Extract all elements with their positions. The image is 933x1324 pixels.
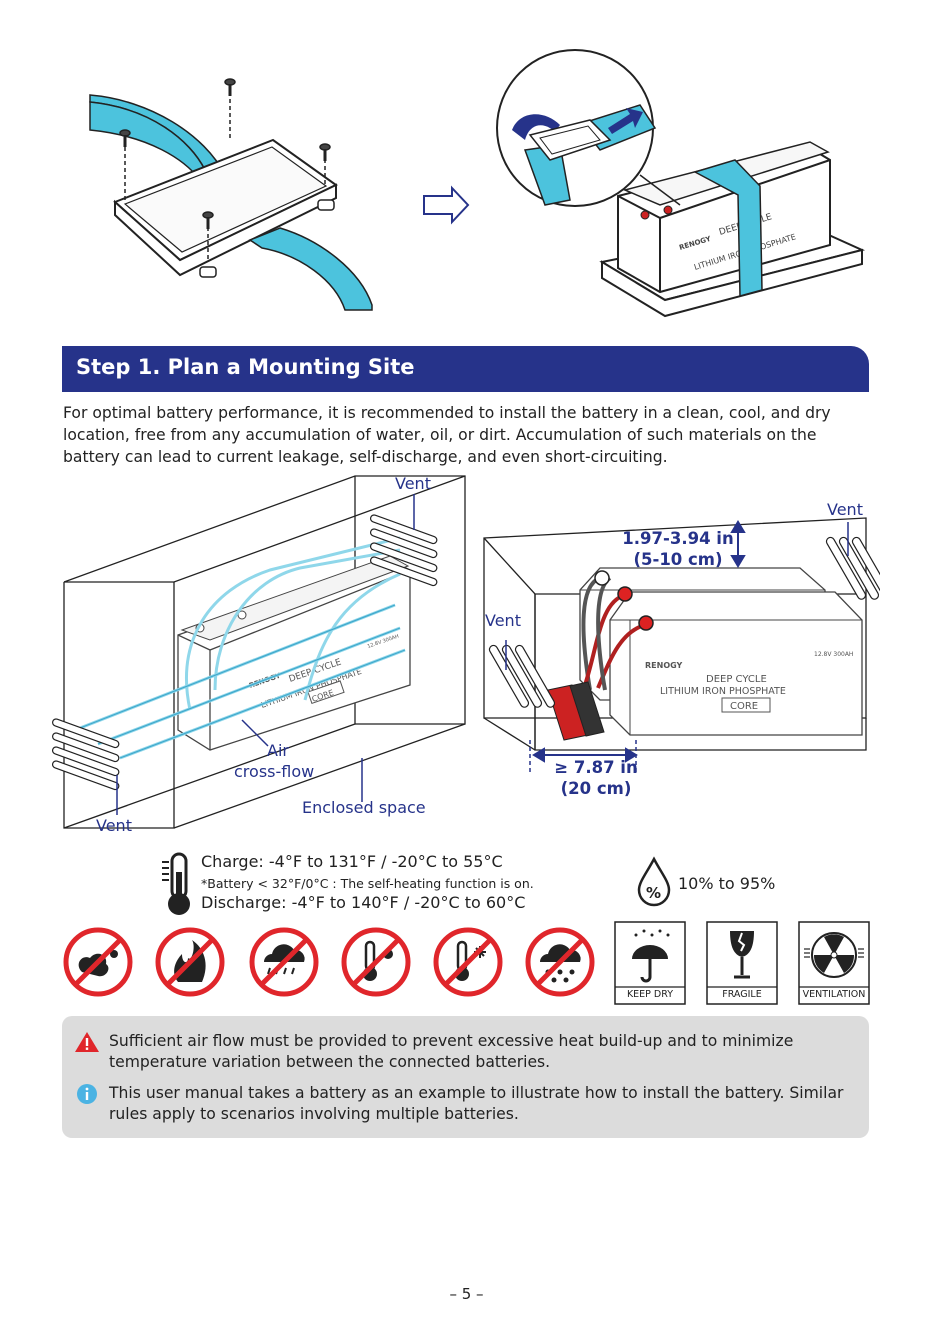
battery-front: RENOGY DEEP CYCLE LITHIUM IRON PHOSPHATE… bbox=[609, 591, 863, 736]
vent-right-top bbox=[369, 514, 438, 587]
info-icon bbox=[77, 1084, 97, 1104]
vent-left-bottom bbox=[51, 718, 120, 791]
loop-arrow-icon bbox=[512, 114, 560, 140]
humidity-range: 10% to 95% bbox=[678, 874, 776, 893]
tray-side bbox=[114, 183, 337, 277]
tray-installation-illustration: RENOGY DEEP CYCLE LITHIUM IRON PHOSPHATE bbox=[89, 49, 866, 318]
vent-right-wall bbox=[825, 536, 880, 600]
warning-icon bbox=[75, 1032, 99, 1052]
svg-text:DEEP CYCLE: DEEP CYCLE bbox=[706, 674, 767, 685]
no-cold-icon bbox=[433, 927, 503, 997]
ventilation-icon bbox=[798, 921, 870, 1005]
no-fire-icon bbox=[155, 927, 225, 997]
next-step-arrow-icon bbox=[423, 185, 470, 225]
vent-label-left: Vent bbox=[485, 611, 521, 630]
crossflow-label: cross-flow bbox=[234, 762, 315, 781]
top-gap-inches: 1.97-3.94 in bbox=[622, 529, 734, 548]
battery-left-diagram: RENOGY DEEP CYCLE LITHIUM IRON PHOSPHATE… bbox=[177, 555, 411, 751]
enclosure-airflow-diagram: RENOGY DEEP CYCLE LITHIUM IRON PHOSPHATE… bbox=[51, 475, 466, 829]
keep-dry-label: KEEP DRY bbox=[626, 989, 674, 1000]
info-text: This user manual takes a battery as an e… bbox=[109, 1084, 844, 1123]
fragile-label: FRAGILE bbox=[722, 989, 762, 1000]
top-gap-cm: (5-10 cm) bbox=[633, 550, 723, 569]
thermometer-icon bbox=[162, 852, 190, 915]
svg-text:LITHIUM IRON PHOSPHATE: LITHIUM IRON PHOSPHATE bbox=[660, 686, 786, 697]
svg-text:CORE: CORE bbox=[730, 701, 758, 712]
strap-on-battery bbox=[693, 159, 763, 297]
no-heat-icon bbox=[341, 927, 411, 997]
discharge-temperature: Discharge: -4°F to 140°F / -20°C to 60°C bbox=[201, 893, 526, 912]
svg-text:%: % bbox=[646, 884, 661, 902]
handling-pictograms bbox=[614, 921, 870, 1005]
enclosed-space-label: Enclosed space bbox=[302, 798, 426, 817]
screws bbox=[119, 78, 331, 262]
no-snow-icon bbox=[525, 927, 595, 997]
vent-label-top: Vent bbox=[395, 474, 431, 493]
busbars bbox=[547, 681, 605, 741]
fragile-icon bbox=[706, 921, 778, 1005]
prohibition-icons bbox=[63, 927, 595, 997]
air-label: Air bbox=[267, 741, 289, 760]
ventilation-label: VENTILATION bbox=[802, 989, 866, 1000]
no-oil-icon bbox=[63, 927, 133, 997]
side-gap-cm: (20 cm) bbox=[560, 779, 632, 798]
intro-paragraph: For optimal battery performance, it is r… bbox=[63, 404, 831, 466]
strap-right bbox=[248, 227, 373, 311]
step-title: Step 1. Plan a Mounting Site bbox=[76, 355, 415, 379]
step-header: Step 1. Plan a Mounting Site bbox=[62, 346, 869, 392]
side-gap-inches: ≥ 7.87 in bbox=[554, 758, 638, 777]
notice-box: Sufficient air flow must be provided to … bbox=[62, 1016, 869, 1138]
vent-label-bottom: Vent bbox=[96, 816, 132, 835]
vent-label-right: Vent bbox=[827, 500, 863, 519]
humidity-drop-icon: % bbox=[637, 856, 671, 907]
svg-text:RENOGY: RENOGY bbox=[645, 661, 683, 670]
buckle bbox=[528, 119, 612, 161]
charge-temperature: Charge: -4°F to 131°F / -20°C to 55°C bbox=[201, 852, 503, 871]
clearance-diagram: RENOGY DEEP CYCLE LITHIUM IRON PHOSPHATE… bbox=[483, 517, 880, 772]
vent-left-wall bbox=[488, 644, 556, 708]
no-rain-icon bbox=[249, 927, 319, 997]
self-heating-note: *Battery < 32°F/0°C : The self-heating f… bbox=[201, 876, 534, 891]
keep-dry-icon bbox=[614, 921, 686, 1005]
svg-text:12.8V 300AH: 12.8V 300AH bbox=[814, 651, 853, 658]
warning-text: Sufficient air flow must be provided to … bbox=[109, 1032, 794, 1071]
page-number: – 5 – bbox=[449, 1285, 484, 1303]
